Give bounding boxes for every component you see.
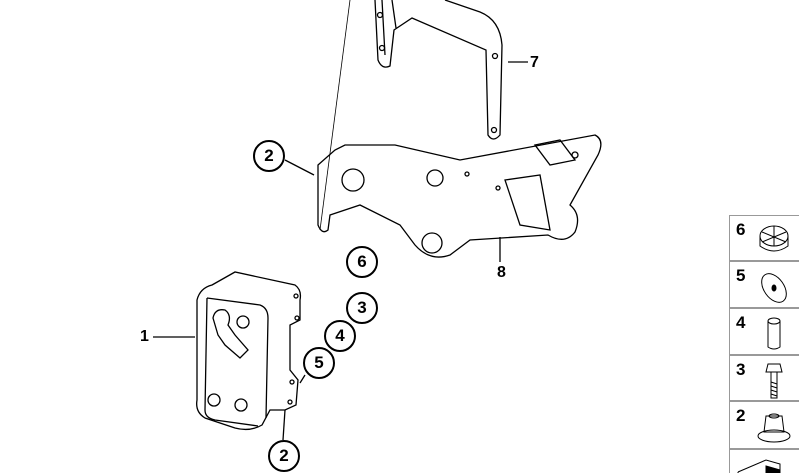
legend-number: 2 (736, 406, 746, 425)
bracket-icon (737, 459, 781, 473)
label-part-7[interactable]: 7 (530, 54, 539, 71)
legend-item-6[interactable]: 6 (729, 215, 799, 261)
callout-4[interactable]: 4 (324, 320, 356, 352)
legend-item-3[interactable]: 3 (729, 355, 799, 401)
sleeve-icon (767, 317, 781, 350)
castle-nut-icon (759, 225, 789, 252)
legend-number: 6 (736, 220, 746, 239)
legend-item-2[interactable]: 2 (729, 401, 799, 449)
bolt-icon (765, 363, 783, 399)
flange-nut-icon (757, 413, 791, 443)
legend-number: 5 (736, 266, 746, 285)
legend-item-bracket[interactable] (729, 449, 799, 473)
callout-2-cooler[interactable]: 2 (268, 440, 300, 472)
washer-icon (761, 273, 787, 303)
callout-2-bracket[interactable]: 2 (253, 140, 285, 172)
bracket-7-drawing (374, 0, 503, 140)
legend-number: 4 (736, 313, 746, 332)
bracket-8-drawing (317, 134, 602, 258)
callout-5[interactable]: 5 (303, 347, 335, 379)
callout-3[interactable]: 3 (346, 292, 378, 324)
label-part-1[interactable]: 1 (140, 328, 149, 345)
oil-cooler-drawing (196, 271, 302, 431)
legend-number: 3 (736, 360, 746, 379)
legend-item-5[interactable]: 5 (729, 261, 799, 308)
label-part-8[interactable]: 8 (497, 264, 506, 281)
legend-item-4[interactable]: 4 (729, 308, 799, 355)
callout-6[interactable]: 6 (346, 246, 378, 278)
